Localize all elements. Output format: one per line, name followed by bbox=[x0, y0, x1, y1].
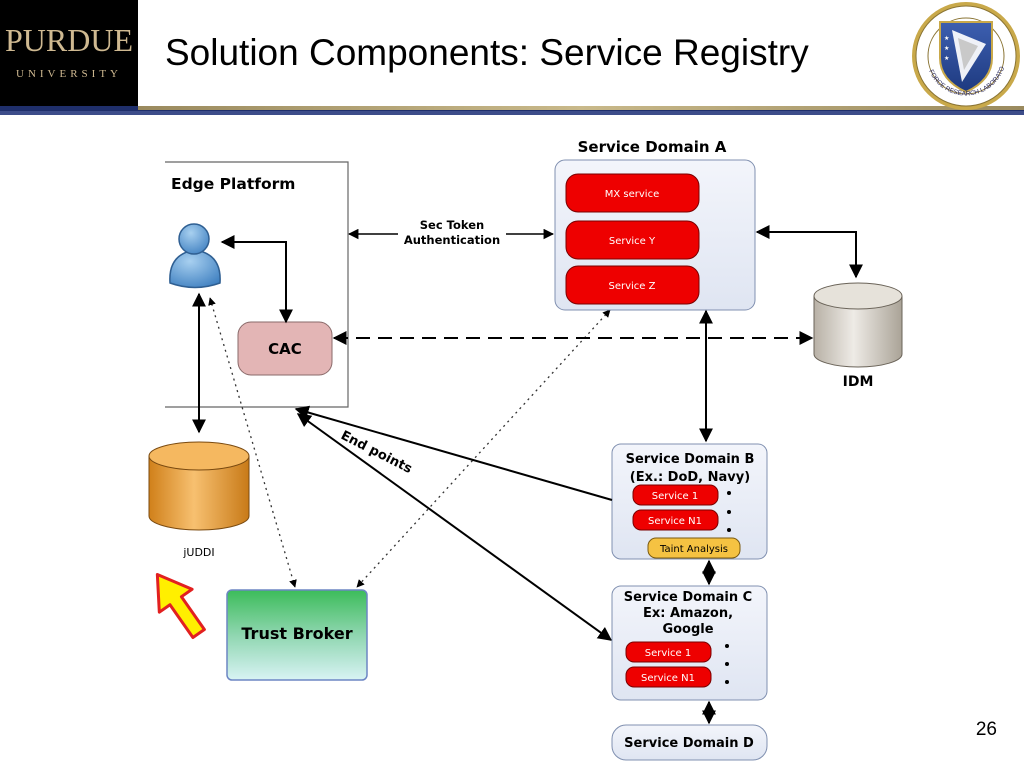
domain-c-endpoints-arrow bbox=[296, 413, 613, 641]
domain-c-service-n1-box bbox=[625, 666, 712, 688]
svg-text:★: ★ bbox=[944, 55, 949, 62]
user-trust-dotted-line bbox=[208, 297, 297, 588]
page-number: 26 bbox=[975, 719, 997, 740]
service-y-label: Service Y bbox=[609, 236, 656, 247]
juddi-label: jUDDI bbox=[182, 546, 214, 559]
idm-database-icon bbox=[813, 282, 903, 368]
header-divider-lower bbox=[0, 111, 1024, 115]
domain-b-title-2: (Ex.: DoD, Navy) bbox=[630, 470, 750, 485]
domain-c-title-2: Ex: Amazon, bbox=[643, 606, 733, 621]
domain-b-service-1-label: Service 1 bbox=[652, 491, 699, 502]
logo-subtitle: UNIVERSITY bbox=[16, 68, 122, 80]
domain-d-title: Service Domain D bbox=[624, 736, 754, 751]
header-divider-gold bbox=[138, 106, 1024, 110]
mx-service-box bbox=[565, 173, 700, 213]
sec-token-label-1: Sec Token bbox=[420, 218, 484, 232]
trust-broker-label: Trust Broker bbox=[241, 624, 352, 643]
user-cac-arrow bbox=[220, 235, 293, 324]
cac-label: CAC bbox=[268, 340, 302, 358]
user-icon bbox=[169, 223, 221, 289]
domain-c-service-1-box bbox=[625, 641, 712, 663]
domain-b-endpoints-arrow bbox=[294, 405, 613, 501]
logo-name: PURDUE bbox=[4, 22, 133, 58]
domain-b-service-n1-label: Service N1 bbox=[648, 516, 702, 527]
domain-b-service-n1-box bbox=[632, 509, 719, 531]
domain-c-title-3: Google bbox=[662, 622, 713, 637]
juddi-database-icon bbox=[148, 441, 250, 531]
svg-text:AIR FORCE RESEARCH LABORATORY: AIR FORCE RESEARCH LABORATORY bbox=[0, 0, 1006, 98]
taint-analysis-box bbox=[647, 537, 741, 559]
sec-token-label-2: Authentication bbox=[404, 233, 500, 247]
domain-c-title-1: Service Domain C bbox=[624, 590, 752, 605]
domain-c-service-1-label: Service 1 bbox=[645, 648, 692, 659]
service-y-box bbox=[565, 220, 700, 260]
purdue-logo: PURDUE UNIVERSITY bbox=[0, 0, 138, 106]
idm-label: IDM bbox=[843, 374, 874, 390]
highlight-arrow-icon bbox=[155, 573, 206, 640]
domain-b-service-1-box bbox=[632, 484, 719, 506]
taint-analysis-label: Taint Analysis bbox=[659, 544, 728, 555]
svg-text:★: ★ bbox=[944, 45, 949, 52]
domain-a-title: Service Domain A bbox=[578, 138, 727, 156]
domain-a-idm-arrow bbox=[755, 225, 863, 279]
svg-text:★: ★ bbox=[944, 35, 949, 42]
service-z-label: Service Z bbox=[609, 281, 656, 292]
service-domain-d-box bbox=[611, 724, 768, 761]
domain-b-title-1: Service Domain B bbox=[626, 452, 755, 467]
domain-c-service-n1-label: Service N1 bbox=[641, 673, 695, 684]
mx-service-label: MX service bbox=[605, 189, 659, 200]
edge-platform-label: Edge Platform bbox=[171, 175, 295, 193]
afrl-seal-logo: ★ ★ ★ AIR FORCE RESEARCH LABORATORY bbox=[0, 0, 1020, 110]
slide-title: Solution Components: Service Registry bbox=[165, 32, 809, 73]
service-z-box bbox=[565, 265, 700, 305]
domain-a-trust-dotted-line bbox=[356, 309, 611, 588]
